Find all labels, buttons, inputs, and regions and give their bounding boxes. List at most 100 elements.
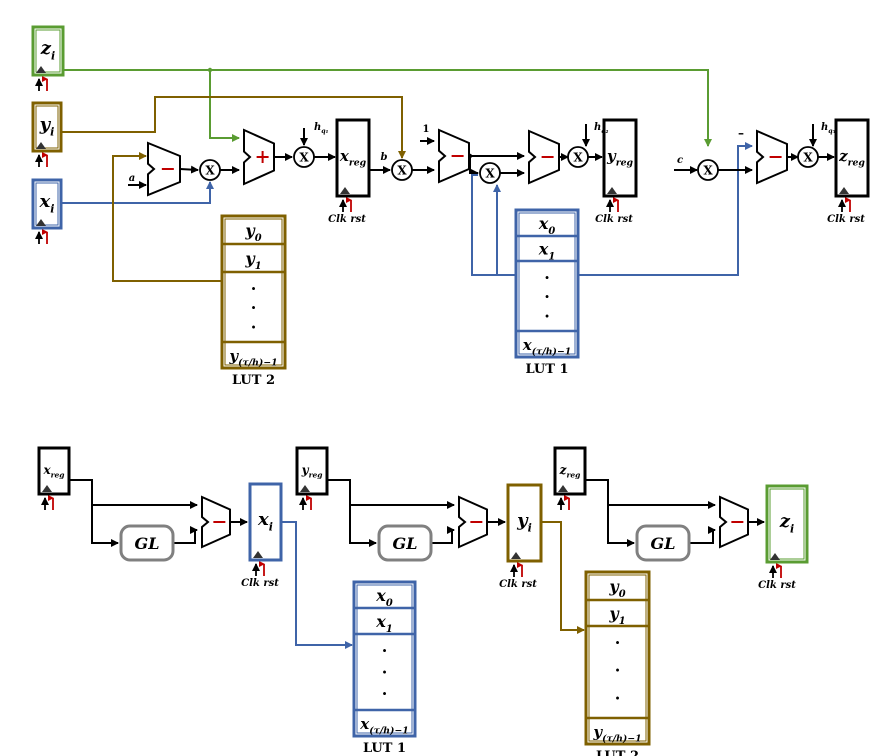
bottom-x-reg-clock-triangle xyxy=(42,485,52,492)
top-hq2-label-base: h xyxy=(594,122,601,133)
bottom-zi-reg-label-sub: i xyxy=(790,522,794,535)
top-hq3-label-base: h xyxy=(821,122,828,133)
bottom-xi-reg-label-sub: i xyxy=(269,520,273,533)
bottom-yi-reg-label: yi xyxy=(516,510,532,534)
top-xreg-box xyxy=(335,118,371,198)
bottom-zi-reg-inner xyxy=(769,488,805,560)
bottom-z-reg-clock-triangle xyxy=(558,485,568,492)
top-zreg-box xyxy=(834,118,870,198)
wire-bottom-yi-to-lut2 xyxy=(541,521,585,634)
bottom-lut1-row1-base: x xyxy=(375,612,386,631)
top-lut1-dot: . xyxy=(544,302,550,321)
top-lut1-row0-base: x xyxy=(538,214,549,233)
top-mult-b-x-label: X xyxy=(397,164,407,178)
wire-lut2-to-sub-a xyxy=(112,152,222,282)
top-zi-register-label-base: z xyxy=(40,38,52,59)
bottom-lut1-row-last-base: x xyxy=(359,715,370,733)
top-mult-1-x-label: X xyxy=(205,164,215,178)
bottom-x-reg-label-base: x xyxy=(42,463,51,477)
top-hq2-label-sub: q₂ xyxy=(601,128,608,135)
top-lut1-frame-inner xyxy=(518,212,576,355)
top-lut2-row0-base: y xyxy=(244,221,256,240)
top-lut1-dot: . xyxy=(544,283,550,302)
bottom-y-reg-box xyxy=(295,446,329,496)
top-zreg-label-base: z xyxy=(838,147,848,165)
top-xreg-label-base: x xyxy=(339,147,350,165)
wire-bottom-xi-to-lut1 xyxy=(281,521,353,649)
top-zi-register-clock-triangle xyxy=(36,66,46,73)
wire-zi-to-c-mult xyxy=(63,69,712,147)
top-lut2-row0: y0 xyxy=(244,221,261,244)
top-mult-hq2-x-label: X xyxy=(573,151,583,165)
top-yi-register-clock-triangle xyxy=(36,142,46,149)
top-mult-b xyxy=(391,159,413,181)
bottom-xi-reg-clk-rst-label: Clk rst xyxy=(241,578,279,589)
bottom-z-wire-direct xyxy=(585,479,716,509)
top-xi-register-label: xi xyxy=(39,191,55,215)
top-xreg-label: xreg xyxy=(339,147,367,169)
top-yreg-box xyxy=(602,118,638,198)
bottom-lut2-frame-inner xyxy=(588,574,647,742)
wire-lut1-to-mult2a xyxy=(471,174,516,276)
bottom-x-reg-label: xreg xyxy=(42,463,64,480)
bottom-lut1-row0: x0 xyxy=(375,586,393,609)
top-lut2-title: LUT 2 xyxy=(232,373,275,388)
bottom-zi-reg-label: zi xyxy=(779,511,794,535)
top-mult-c xyxy=(697,159,719,181)
bottom-z-reg-label-base: z xyxy=(559,463,568,477)
bottom-lut1-title: LUT 1 xyxy=(363,741,406,756)
wires xyxy=(35,67,851,649)
bottom-lut1-dot: . xyxy=(382,680,388,699)
top-lut1-row1-base: x xyxy=(538,240,549,259)
bottom-x-reg-box xyxy=(37,446,71,496)
top-lut1-row-last: x(τ/h)−1 xyxy=(522,336,571,358)
wire-sub-a-to-mult xyxy=(179,165,199,174)
top-xreg-label-sub: reg xyxy=(349,158,367,169)
bottom-lut1-row0-base: x xyxy=(375,586,386,605)
bottom-lut2-dot: . xyxy=(615,629,621,648)
top-lut2-dot: . xyxy=(251,294,257,313)
top-xi-register-label-sub: i xyxy=(50,202,54,215)
bottom-xi-reg-clock-triangle xyxy=(253,551,263,558)
bottom-z-gl-block-label: GL xyxy=(651,534,676,553)
top-lut1-row-last-base: x xyxy=(522,336,533,354)
bottom-yi-reg-label-base: y xyxy=(516,510,529,531)
bottom-x-gl-block-label: GL xyxy=(135,534,160,553)
bottom-y-wire-direct xyxy=(327,479,455,509)
bottom-lut2-row1-sub: 1 xyxy=(619,616,626,627)
bottom-yi-reg-clock-triangle xyxy=(511,552,521,559)
bottom-lut2-title: LUT 2 xyxy=(596,749,639,756)
bottom-z-wire-to-gl xyxy=(607,505,635,547)
top-hq1-label-base: h xyxy=(314,122,321,133)
bottom-xi-reg-label-base: x xyxy=(257,509,269,530)
bottom-x-wire-direct xyxy=(69,479,198,509)
top-mult-2-x-label: X xyxy=(485,167,495,181)
top-lut2-frame-inner xyxy=(224,218,283,366)
bottom-lut2-row-last: y(τ/h)−1 xyxy=(592,723,641,745)
top-lut1-row-last-sub: (τ/h)−1 xyxy=(532,347,571,358)
top-label-minus: – xyxy=(738,126,744,140)
top-zi-register-box xyxy=(31,25,65,77)
bottom-y-wire-to-gl xyxy=(349,505,377,547)
top-lut1-row0-sub: 0 xyxy=(548,226,555,237)
bottom-x-gl-block xyxy=(119,524,175,562)
top-lut1-row1-sub: 1 xyxy=(548,251,555,262)
bottom-y-gl-block-label: GL xyxy=(393,534,418,553)
top-lut1-row0: x0 xyxy=(538,214,556,237)
bottom-lut2-dot: . xyxy=(615,684,621,703)
bottom-x-wire-to-gl xyxy=(91,505,119,547)
top-lut2-row-last-sub: (τ/h)−1 xyxy=(238,358,277,369)
top-yreg-clock-triangle xyxy=(607,187,617,194)
bottom-lut2-row1-base: y xyxy=(608,604,620,623)
top-zi-register-label: zi xyxy=(40,38,55,62)
top-yreg-clk-rst-label: Clk rst xyxy=(595,214,633,225)
top-mult-c-x-label: X xyxy=(703,164,713,178)
bottom-lut1-row-last-sub: (τ/h)−1 xyxy=(369,726,408,737)
top-mult-hq2 xyxy=(567,146,589,168)
wire-lut1-to-mult2b xyxy=(493,184,516,276)
bottom-lut1-row1: x1 xyxy=(375,612,392,635)
wire-zi-to-adder xyxy=(209,70,240,142)
top-hq1-label-sub: q₁ xyxy=(321,128,328,135)
top-xi-register-clock-triangle xyxy=(36,219,46,226)
blocks xyxy=(31,25,870,746)
